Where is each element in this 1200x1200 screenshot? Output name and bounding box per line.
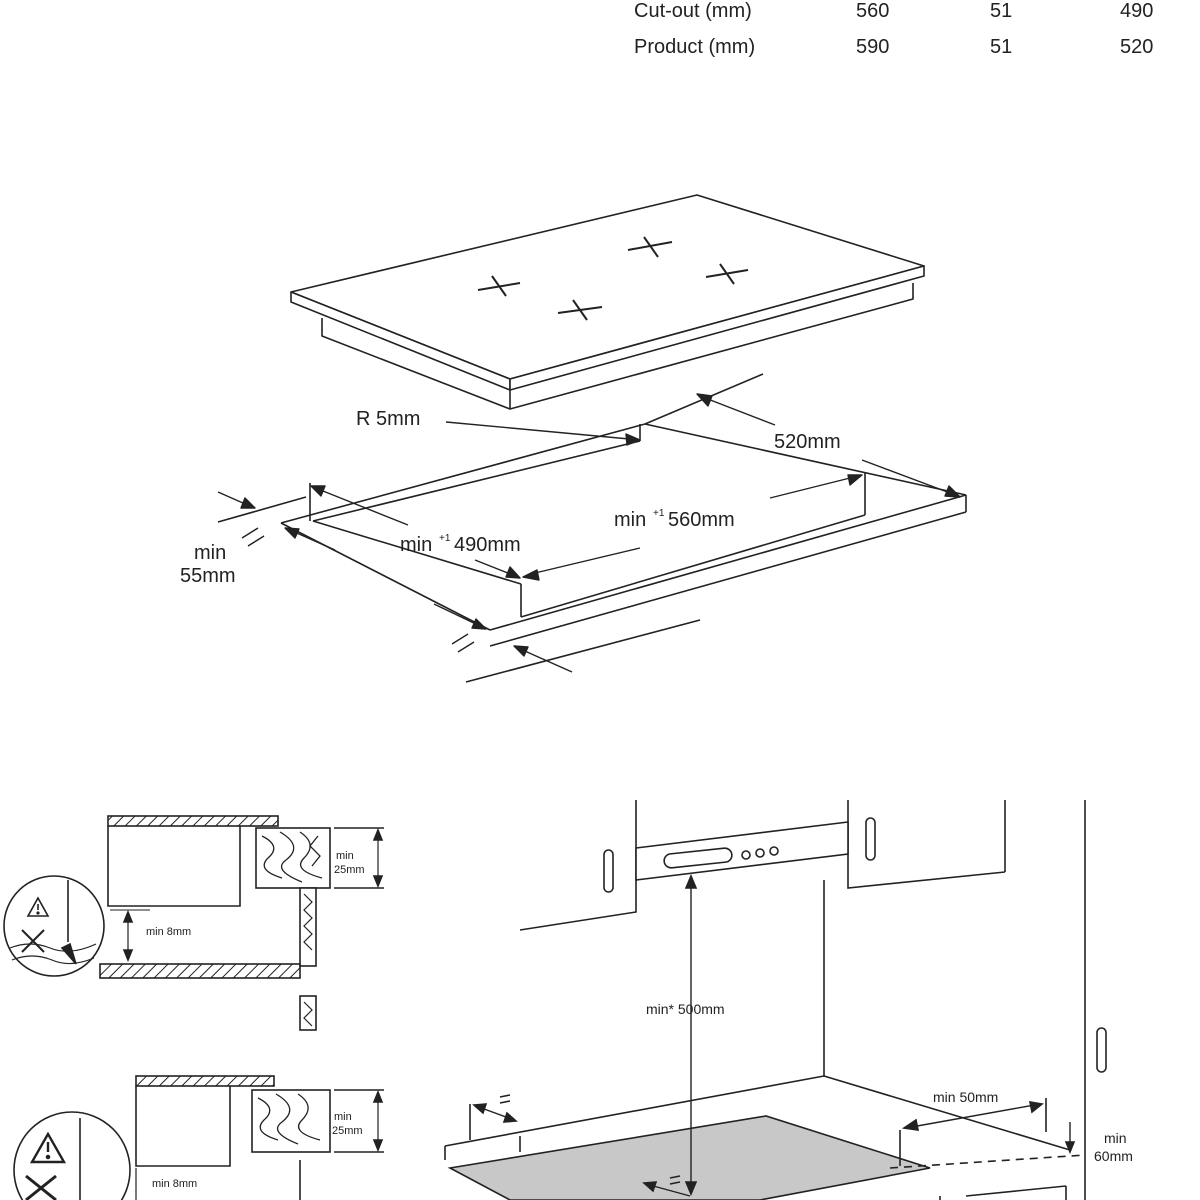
- cutout-width-prefix: min: [614, 509, 646, 531]
- table-row-label: Cut-out (mm): [634, 0, 752, 22]
- section-detail-top: min 25mm min 8mm: [3, 815, 384, 1031]
- side-clearance-label: min 50mm: [933, 1089, 998, 1105]
- hob-isometric: R 5mm 520mm min +1 560mm min +1 490mm mi…: [180, 194, 967, 683]
- section-detail-bottom: min 25mm min 8mm: [13, 1075, 384, 1200]
- min-distance-line1: min: [194, 542, 226, 564]
- burner-marks: [477, 236, 749, 321]
- table-cell: 560: [856, 0, 890, 22]
- cutout-width-label: 560mm: [668, 509, 735, 531]
- kitchen-perspective: min* 500mm min 50mm min 60mm: [444, 800, 1133, 1200]
- table-cell: 520: [1120, 36, 1154, 58]
- radius-label: R 5mm: [356, 408, 420, 430]
- section-top-height-1: min: [336, 850, 354, 862]
- min-distance-line2: 55mm: [180, 565, 236, 587]
- hob-right-edge: [509, 265, 925, 391]
- section-bottom-height-1: min: [334, 1111, 352, 1123]
- front-clearance-line1: min: [1104, 1130, 1127, 1146]
- table-cell: 490: [1120, 0, 1154, 22]
- cooker-hood: [635, 821, 849, 881]
- hood-clearance-label: min* 500mm: [646, 1001, 725, 1017]
- hob-top-surface: [290, 194, 925, 380]
- footnote-mark: +1: [439, 533, 451, 544]
- section-bottom-gap-label: min 8mm: [152, 1178, 197, 1190]
- front-clearance-line2: 60mm: [1094, 1148, 1133, 1164]
- section-bottom-height-2: 25mm: [332, 1125, 363, 1137]
- table-cell: 590: [856, 36, 890, 58]
- left-wall-cabinet: [519, 800, 637, 931]
- section-top-height-2: 25mm: [334, 864, 365, 876]
- dimension-arrows: [217, 393, 961, 673]
- dimensions-table: Cut-out (mm) 560 51 490 Product (mm) 590…: [0, 0, 1200, 70]
- table-row-label: Product (mm): [634, 36, 756, 58]
- table-cell: 51: [990, 0, 1013, 22]
- cutout-depth-prefix: min: [400, 534, 432, 556]
- cutout-depth-label: 490mm: [454, 534, 521, 556]
- table-cell: 51: [990, 36, 1013, 58]
- section-top-gap-label: min 8mm: [146, 926, 191, 938]
- footnote-mark: +1: [653, 508, 665, 519]
- depth-label: 520mm: [774, 431, 841, 453]
- hob-surface: [447, 1115, 931, 1200]
- countertop-cutout: [217, 373, 967, 683]
